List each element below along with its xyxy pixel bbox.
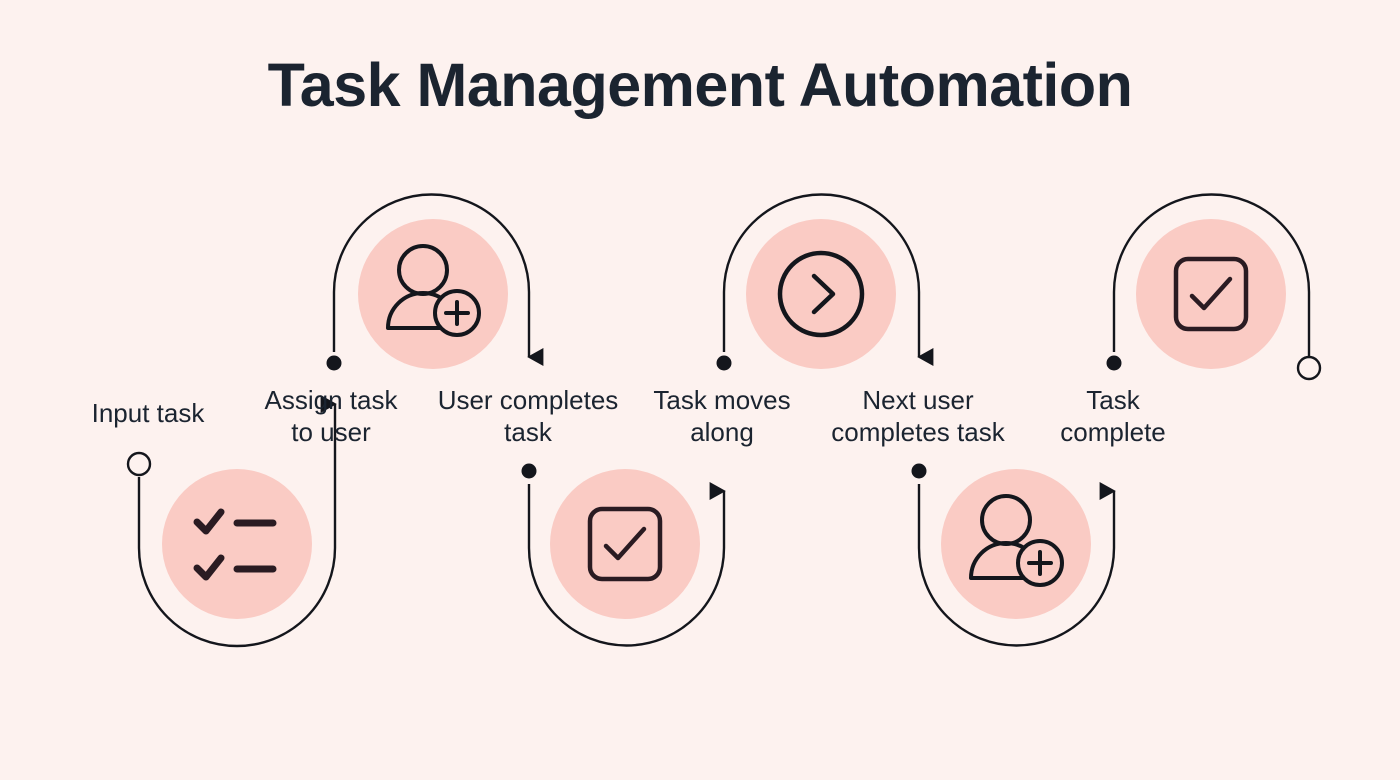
- step-label-user-completes-task: User completes task: [437, 385, 619, 447]
- check-glyph-icon: [1189, 276, 1233, 311]
- connector-1-path: [137, 395, 337, 648]
- node-dot-icon-5: [911, 463, 927, 479]
- badge-disc-user-completes: [550, 469, 700, 619]
- start-hollow-circle-icon: [126, 451, 152, 477]
- chevron-right-icon: [811, 273, 836, 315]
- node-dot-icon-3: [521, 463, 537, 479]
- node-dot-icon-2: [326, 355, 342, 371]
- badge-disc-input-task: [162, 469, 312, 619]
- endpoint-group: [126, 355, 1322, 479]
- check-glyph-icon: [603, 526, 647, 561]
- check-square-icon: [587, 506, 663, 582]
- badge-disc-task-moves: [746, 219, 896, 369]
- checklist-icon: [193, 508, 277, 581]
- step-label-assign-task-to-user: Assign task to user: [264, 385, 398, 447]
- connector-group: [137, 193, 1311, 648]
- checklist-check-2-icon: [193, 554, 225, 581]
- node-dot-icon-6: [1106, 355, 1122, 371]
- page-title: Task Management Automation: [267, 51, 1133, 119]
- badge-disc-task-complete: [1136, 219, 1286, 369]
- circle-outline-icon: [777, 250, 865, 338]
- connector-3-path: [527, 482, 726, 647]
- square-outline-icon: [587, 506, 663, 582]
- user-add-icon: [969, 494, 1064, 587]
- plus-glyph-icon: [444, 300, 470, 326]
- square-outline-icon: [1173, 256, 1249, 332]
- connector-4-path: [722, 193, 934, 366]
- step-label-task-complete: Task complete: [1060, 385, 1166, 447]
- node-dot-icon-4: [716, 355, 732, 371]
- user-add-icon: [386, 244, 481, 337]
- connector-5-path: [917, 482, 1116, 647]
- plus-glyph-icon: [1027, 550, 1053, 576]
- connector-6-path: [1112, 193, 1311, 357]
- check-square-icon: [1173, 256, 1249, 332]
- step-label-task-moves-along: Task moves along: [653, 385, 791, 447]
- end-hollow-circle-icon: [1296, 355, 1322, 381]
- step-label-input-task: Input task: [91, 398, 205, 428]
- chevron-circle-icon: [777, 250, 865, 338]
- connector-2-path: [332, 193, 544, 366]
- checklist-check-1-icon: [193, 508, 225, 535]
- step-label-next-user-completes-task: Next user completes task: [831, 385, 1005, 447]
